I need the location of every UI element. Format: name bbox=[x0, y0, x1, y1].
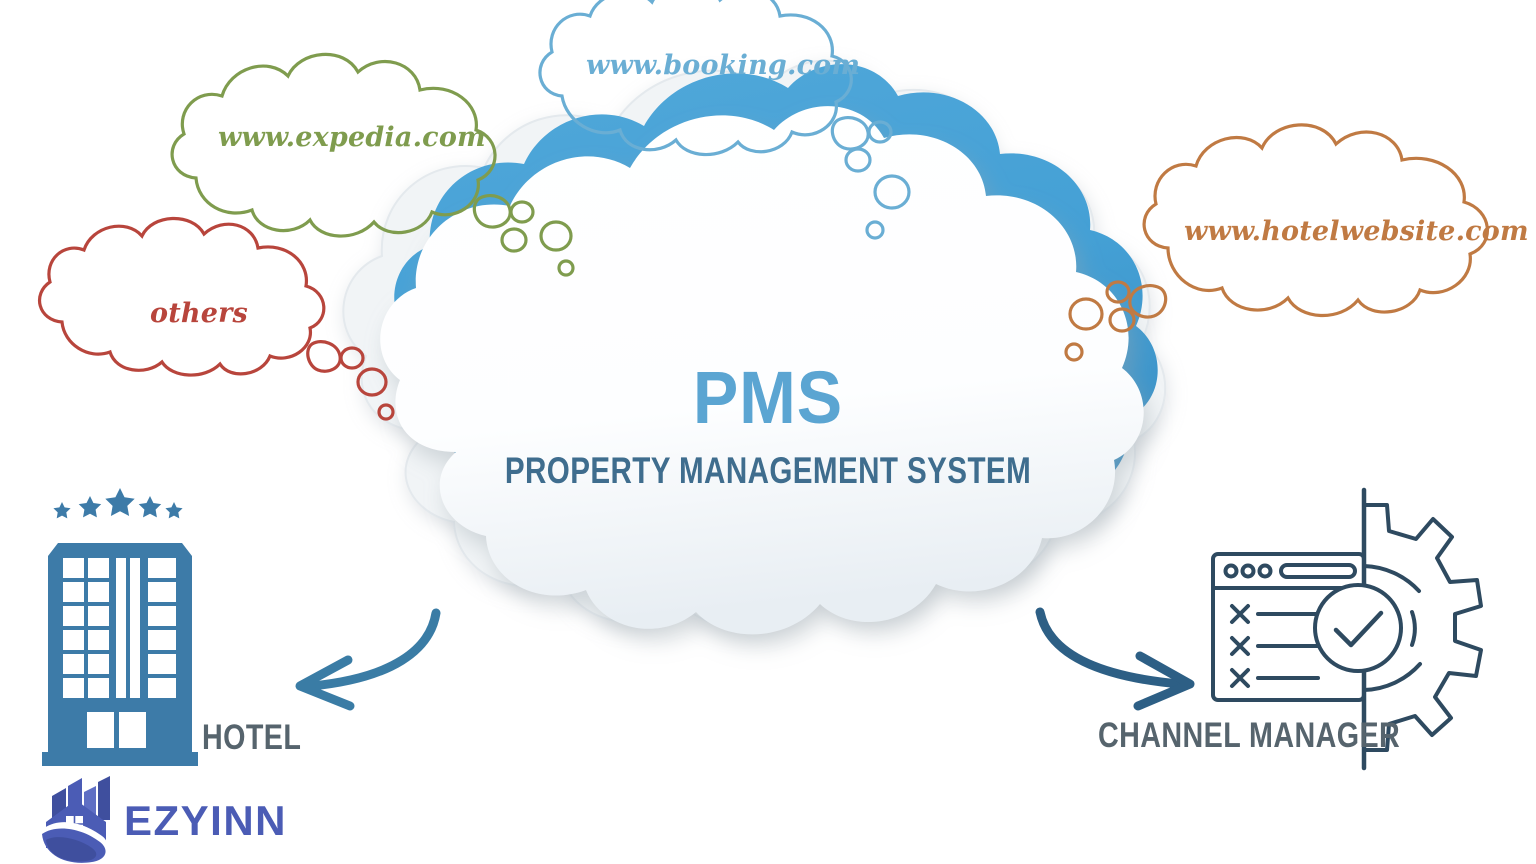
channel-label-hotelwebsite: www.hotelwebsite.com bbox=[1184, 216, 1529, 247]
thought-cloud-expedia bbox=[170, 52, 575, 277]
thought-cloud-booking bbox=[538, 0, 911, 240]
thought-cloud-hotelwebsite bbox=[1064, 123, 1489, 362]
arrow-to-hotel-icon bbox=[295, 608, 441, 711]
thought-cloud-others bbox=[38, 216, 395, 421]
gear-browser-icon bbox=[1211, 487, 1483, 771]
hotel-building-icon bbox=[42, 488, 198, 766]
channel-label-others: others bbox=[150, 298, 248, 329]
endpoint-label-hotel: HOTEL bbox=[202, 718, 302, 757]
pms-acronym: PMS bbox=[692, 356, 844, 439]
arrow-to-channel-manager-icon bbox=[1035, 607, 1195, 711]
channel-label-booking: www.booking.com bbox=[586, 50, 861, 81]
ezyinn-building-logo bbox=[42, 776, 110, 863]
channel-label-expedia: www.expedia.com bbox=[218, 122, 486, 153]
brand-name: EZYINN bbox=[124, 797, 288, 844]
pms-expansion: PROPERTY MANAGEMENT SYSTEM bbox=[504, 450, 1032, 491]
endpoint-label-channel-manager: CHANNEL MANAGER bbox=[1098, 716, 1401, 755]
